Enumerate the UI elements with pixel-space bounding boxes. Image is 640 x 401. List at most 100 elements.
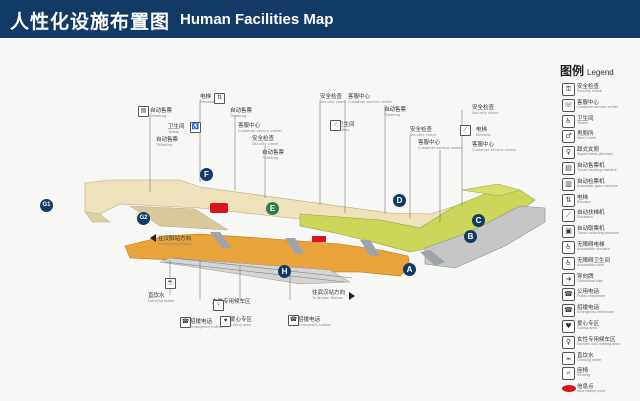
legend-item-label-english: Accessible toilet — [577, 262, 605, 267]
legend-item-label-english: Seating — [577, 373, 590, 378]
ticket-machine-icon: ▤ — [138, 106, 149, 117]
ticket-collect-icon: ▣ — [562, 225, 575, 239]
escalator-strip — [420, 250, 445, 266]
exit-marker-h[interactable]: H — [278, 265, 291, 278]
legend-item-label: 招援电话 — [577, 305, 600, 312]
legend-item-label: 导向牌 — [577, 273, 594, 280]
legend-item-label-english: Automatic gate machine — [577, 183, 618, 188]
legend-item-label: 公用电话 — [577, 289, 600, 296]
green-ramp — [461, 183, 521, 197]
men-toilet-icon: ♂ — [562, 130, 575, 144]
legend-item-label: 无障碍电梯 — [577, 242, 605, 248]
seating-icon: ⑁ — [562, 367, 575, 381]
legend-item-label: 卫生间 — [577, 115, 594, 122]
exit-marker-d[interactable]: D — [393, 194, 406, 207]
exit-marker-e[interactable]: E — [266, 202, 279, 215]
rail — [164, 261, 346, 283]
women-waiting-icon: ♀ — [562, 335, 575, 349]
legend-item-label: 女性专用候车区 — [577, 336, 616, 343]
exit-marker-f[interactable]: F — [200, 168, 213, 181]
concourse-spur-left — [84, 211, 111, 223]
legend-item-label-english: Public telephone — [577, 294, 606, 299]
exit-marker-g2[interactable]: G2 — [137, 212, 150, 225]
legend-item-label: 安全检查 — [577, 84, 600, 90]
legend-item-label-english: Women only waiting area — [577, 341, 620, 346]
escalator-strip — [360, 240, 380, 256]
concourse-walkway — [129, 205, 229, 231]
exit-marker-a[interactable]: A — [403, 263, 416, 276]
legend-item-label-english: Ticket collecting machine — [577, 231, 620, 236]
emergency-phone-icon: ☎ — [288, 315, 299, 326]
legend-item-label: 男厕所 — [577, 131, 594, 138]
public-phone-icon: ☎ — [562, 288, 575, 302]
escalator-strip — [285, 238, 305, 254]
security-check-icon: ⚿ — [562, 83, 575, 96]
map-label: 女性专用候车区 — [212, 299, 251, 305]
directional-sign-icon: ➜ — [562, 272, 575, 286]
drinking-water-icon: ☕ — [165, 278, 176, 289]
caring-area-icon: ♥ — [562, 320, 575, 333]
exit-marker-g1[interactable]: G1 — [40, 199, 53, 212]
legend-item-label: 自动检票机 — [577, 178, 605, 185]
toilet-icon: ♂ — [330, 120, 341, 131]
caring-area-icon: ♥ — [220, 316, 231, 327]
customer-service-icon: ☏ — [562, 98, 575, 112]
legend-item-label-english: Security check — [577, 89, 602, 93]
legend-item-label: 电梯 — [577, 194, 589, 201]
legend-item-label: 爱心专区 — [577, 321, 600, 327]
ticket-machine-icon: ▤ — [562, 162, 575, 175]
toilet-icon: ♿ — [190, 122, 201, 133]
legend-item-label: 信息点 — [577, 384, 594, 391]
legend-item-label: 座椅 — [577, 368, 589, 375]
arrow-right-icon — [349, 292, 355, 300]
escalator-icon: ⟋ — [460, 125, 471, 136]
page-title-english: Human Facilities Map — [180, 11, 334, 28]
legend-item-label: 自动售票机 — [577, 163, 605, 169]
legend-item-label: 直饮水 — [577, 352, 594, 359]
legend-item-label-english: Escalator — [577, 215, 593, 220]
women-waiting-icon: ♀ — [213, 300, 224, 311]
escalator-icon: ⟋ — [562, 209, 575, 223]
drinking-water-icon: ☕ — [562, 351, 575, 365]
emergency-phone-icon: ☎ — [562, 304, 575, 318]
legend-item-label-english: Ticket vending machine — [577, 168, 617, 172]
exit-marker-b[interactable]: B — [464, 230, 477, 243]
women-toilet-icon: ♀ — [562, 146, 575, 160]
accessible-toilet-icon: ♿ — [562, 256, 575, 270]
escalator-strip — [210, 232, 232, 248]
accessible-elevator-icon: ♿ — [562, 241, 575, 254]
legend-item-label-english: Caring area — [577, 326, 597, 330]
header-bar: 人性化设施布置图 Human Facilities Map — [0, 0, 640, 38]
rail — [171, 257, 353, 279]
info-point-icon — [562, 385, 576, 393]
exit-marker-c[interactable]: C — [472, 214, 485, 227]
